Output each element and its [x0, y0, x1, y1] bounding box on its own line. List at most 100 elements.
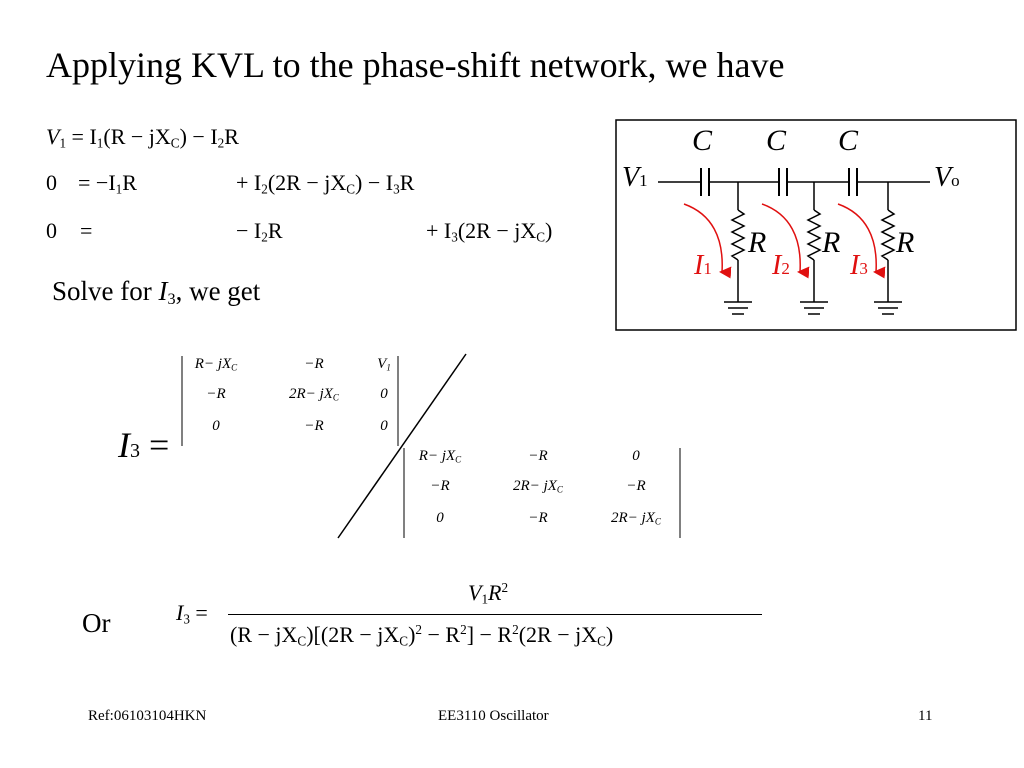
numerator-cell-r2c2: 2R− jXC: [289, 386, 339, 403]
kvl-equation-3: 0: [46, 218, 57, 244]
denominator-cell-r3c1: 0: [436, 510, 444, 526]
current-3-sub: 3: [859, 259, 868, 278]
eq2-lhs: 0: [46, 170, 57, 195]
current-arrow-3: [837, 203, 886, 279]
resistor-3: [874, 182, 902, 315]
eq3-c: + I: [426, 218, 452, 243]
denominator-cell-r1c3: 0: [632, 448, 640, 464]
capacitor-2: [778, 168, 788, 196]
denominator-cell-r2c1: −R: [430, 478, 450, 494]
current-2-symbol: I: [772, 250, 782, 281]
solve-var: I: [158, 276, 168, 306]
numerator-cell-r2c3: 0: [380, 386, 388, 402]
det-lhs-sub: 3: [130, 440, 140, 462]
kvl-equation-1: V1 = I1(R − jXC) − I2R: [46, 124, 239, 151]
circuit-frame: [615, 119, 1017, 331]
denominator-cell-r2c3: −R: [626, 478, 646, 494]
footer-ref: Ref:06103104HKN: [88, 708, 207, 724]
det-lhs: I3 =: [118, 424, 169, 466]
numerator-cell-r3c1: 0: [212, 418, 220, 434]
current-label-3: I3: [850, 250, 868, 282]
res-label-3: R: [896, 226, 915, 259]
eq1-rhs-a-sub: 1: [96, 135, 104, 151]
numerator-cell-r3c2: −R: [304, 418, 324, 434]
v-out-sub: o: [951, 171, 960, 190]
eq3-c-mid-sub: C: [536, 229, 546, 245]
resistor-2: [800, 182, 828, 315]
current-3-symbol: I: [850, 250, 860, 281]
numerator-cell-r1c1: R− jXC: [194, 356, 238, 373]
solve-tail: , we get: [175, 276, 261, 306]
numerator-cell-r1c2: −R: [304, 356, 324, 372]
resistor-1: [724, 182, 752, 315]
eq2-b-mid: (2R − jX: [267, 170, 347, 195]
res-label-2: R: [822, 226, 841, 259]
v-out-symbol: V: [934, 162, 952, 193]
eq1-rhs-c-sub: 2: [217, 135, 225, 151]
eq3-c-mid: (2R − jX: [457, 218, 537, 243]
eq3-b-tail: R: [267, 218, 283, 243]
denominator-cell-r3c3: 2R− jXC: [611, 510, 661, 527]
v-in-symbol: V: [622, 162, 640, 193]
v-in-label: V1: [622, 162, 648, 194]
final-num-sub: 1: [481, 591, 489, 607]
eq2-a-tail: R: [122, 170, 137, 195]
current-arrow-2: [761, 203, 810, 279]
eq2-b-end: R: [399, 170, 415, 195]
final-num-tail: R: [488, 580, 502, 605]
det-lhs-symbol: I: [118, 425, 130, 465]
current-2-sub: 2: [781, 259, 790, 278]
final-num-sup: 2: [501, 580, 509, 596]
footer-course: EE3110 Oscillator: [438, 708, 549, 724]
final-lhs-sub: 3: [183, 611, 190, 627]
cap-label-3: C: [838, 124, 859, 157]
eq2-b-tail-sub: 3: [393, 181, 400, 197]
solve-var-sub: 3: [167, 290, 176, 309]
eq1-rhs-a: = I: [71, 124, 97, 149]
capacitor-3: [848, 168, 858, 196]
numerator-cell-r3c3: 0: [380, 418, 388, 434]
final-lhs-symbol: I: [176, 600, 184, 625]
eq1-rhs-c: ) − I: [179, 124, 218, 149]
footer-page-number: 11: [918, 708, 933, 724]
denominator-cell-r1c1: R− jXC: [418, 448, 462, 465]
denominator-cell-r3c2: −R: [528, 510, 548, 526]
eq3-c-end: ): [545, 218, 553, 243]
eq2-b-sub: 2: [261, 181, 268, 197]
solve-text: Solve for I3, we get: [52, 276, 260, 309]
det-eq-sign: =: [149, 425, 170, 465]
eq2-b: + I: [236, 170, 262, 195]
kvl-equation-3-term-b: − I2R: [236, 218, 283, 245]
kvl-equation-2-term-b: + I2(2R − jXC) − I3R: [236, 170, 414, 197]
final-denominator: (R − jXC)[(2R − jXC)2 − R2] − R2(2R − jX…: [230, 622, 614, 649]
denominator-cell-r1c2: −R: [528, 448, 548, 464]
eq1-rhs-b-sub: C: [170, 135, 180, 151]
eq1-lhs-sub: 1: [59, 135, 67, 151]
eq1-lhs: V: [46, 124, 60, 149]
or-label: Or: [82, 608, 111, 638]
v-out-label: Vo: [934, 162, 960, 194]
eq1-rhs-d: R: [224, 124, 239, 149]
kvl-equation-3-term-c: + I3(2R − jXC): [426, 218, 552, 245]
eq2-b-tail: ) − I: [355, 170, 394, 195]
capacitor-1: [700, 168, 710, 196]
kvl-equation-3-eq: =: [80, 218, 92, 244]
current-label-1: I1: [694, 250, 712, 282]
kvl-equation-2-term-a: = −I1R: [78, 170, 137, 197]
slide-title: Applying KVL to the phase-shift network,…: [46, 45, 785, 85]
eq2-b-mid-sub: C: [346, 181, 356, 197]
cap-label-1: C: [692, 124, 713, 157]
numerator-cell-r1c3: V1: [377, 356, 391, 373]
numerator-cell-r2c1: −R: [206, 386, 226, 402]
kvl-equation-2: 0: [46, 170, 57, 196]
eq3-b: − I: [236, 218, 262, 243]
final-num-symbol: V: [468, 580, 482, 605]
eq3-c-sub: 3: [451, 229, 458, 245]
eq2-a: = −I: [78, 170, 116, 195]
v-in-sub: 1: [639, 171, 648, 190]
eq3-lhs: 0: [46, 218, 57, 243]
current-1-sub: 1: [703, 259, 712, 278]
denominator-cell-r2c2: 2R− jXC: [513, 478, 563, 495]
